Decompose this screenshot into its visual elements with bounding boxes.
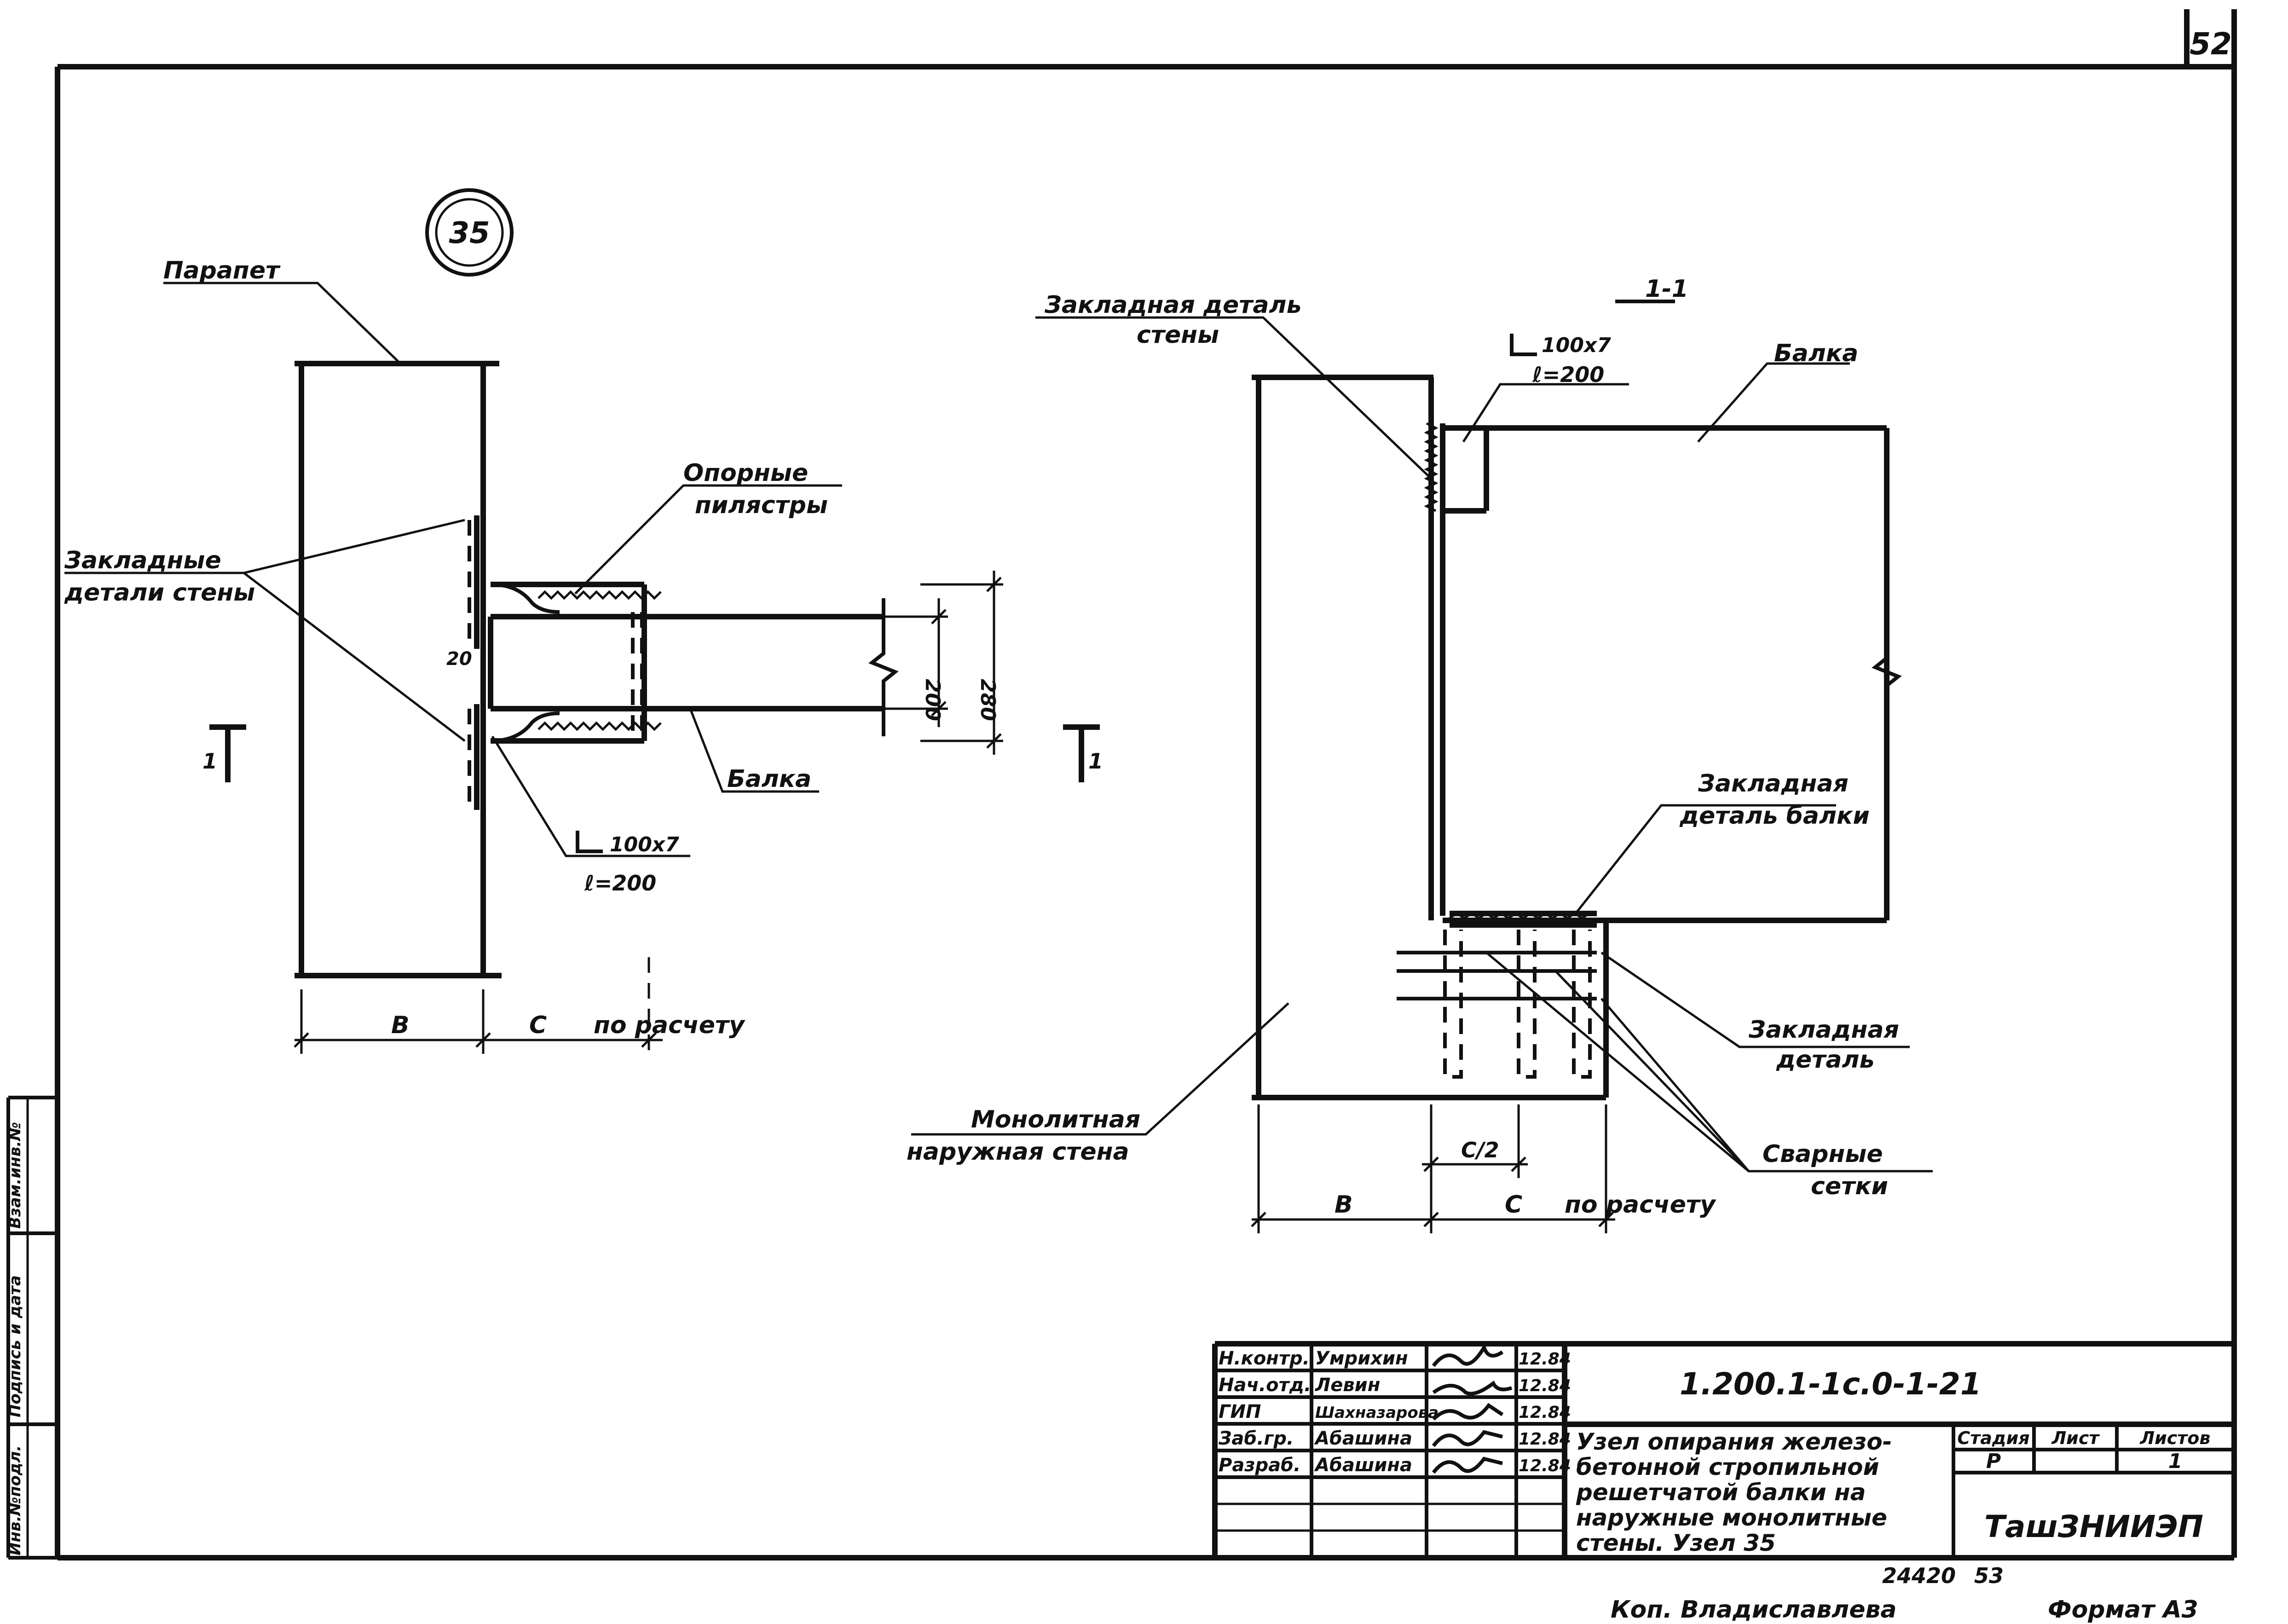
stage-header: Стадия — [1957, 1428, 2029, 1448]
sheet-header: Лист — [2051, 1428, 2100, 1448]
section-wall-embedded-1: Закладная деталь — [1044, 291, 1301, 319]
section-embedded-1: Закладная — [1748, 1016, 1899, 1044]
side-stamp-sign: Подпись и дата — [6, 1275, 24, 1417]
plan-view — [64, 282, 1100, 1054]
plan-dim-c: С — [529, 1011, 547, 1039]
sig-date-4: 12.84 — [1519, 1456, 1571, 1475]
section-wall-label-1: Монолитная — [971, 1106, 1140, 1133]
sig-role-1: Нач.отд. — [1219, 1375, 1311, 1396]
title-desc-0: Узел опирания железо- — [1576, 1428, 1892, 1455]
sig-role-3: Заб.гр. — [1218, 1428, 1294, 1449]
sig-date-0: 12.84 — [1519, 1350, 1571, 1369]
plan-angle-length: ℓ=200 — [584, 871, 656, 896]
plan-dim-200: 200 — [921, 679, 944, 721]
organization: ТашЗНИИЭП — [1984, 1509, 2203, 1544]
page-number: 52 — [2190, 26, 2232, 62]
sig-name-0: Умрихин — [1315, 1348, 1408, 1369]
title-desc-2: решетчатой балки на — [1576, 1479, 1866, 1506]
title-desc-4: стены. Узел 35 — [1576, 1530, 1776, 1556]
sig-name-2: Шахназарова — [1315, 1404, 1439, 1422]
plan-embedded-label-2: детали стены — [64, 579, 255, 607]
footer-number-right: 53 — [1974, 1563, 2004, 1588]
section-dim-b: В — [1335, 1191, 1353, 1219]
sheets-value: 1 — [2168, 1450, 2183, 1473]
plan-angle-size: 100x7 — [610, 833, 679, 856]
section-meshes-1: Сварные — [1762, 1140, 1883, 1168]
section-meshes-2: сетки — [1811, 1173, 1888, 1200]
section-by-calc: по расчету — [1565, 1191, 1716, 1219]
section-mark-right: 1 — [1088, 749, 1103, 774]
sig-date-1: 12.84 — [1519, 1376, 1571, 1395]
signature-strokes — [1432, 1343, 1513, 1474]
section-mark-left: 1 — [202, 749, 217, 774]
title-desc-3: наружные монолитные — [1576, 1504, 1887, 1531]
sig-date-3: 12.84 — [1519, 1430, 1571, 1449]
section-beam-embedded-1: Закладная — [1698, 770, 1849, 798]
section-angle-length: ℓ=200 — [1532, 362, 1604, 387]
side-stamp-replace: Взам.инв.№ — [6, 1122, 24, 1229]
footer-number-left: 24420 — [1882, 1563, 1956, 1588]
sig-role-2: ГИП — [1219, 1401, 1261, 1422]
side-stamp — [6, 1096, 58, 1560]
section-embedded-2: деталь — [1776, 1046, 1874, 1074]
title-block-grid — [1212, 1341, 2234, 1558]
section-wall-embedded-2: стены — [1137, 321, 1219, 349]
section-dim-c: С — [1505, 1191, 1522, 1219]
plan-pilasters-label-1: Опорные — [683, 459, 808, 487]
section-view — [911, 300, 1933, 1233]
stage-value: Р — [1986, 1450, 2001, 1473]
footer-format: Формат А3 — [2048, 1596, 2198, 1624]
sheet-frame — [55, 9, 2237, 1560]
plan-dim-20: 20 — [446, 648, 472, 670]
section-beam-embedded-2: деталь балки — [1679, 802, 1870, 830]
plan-dim-280: 280 — [976, 679, 1000, 721]
section-wall-label-2: наружная стена — [907, 1138, 1129, 1166]
footer-copied-by: Коп. Владиславлева — [1611, 1596, 1897, 1624]
section-label: 1-1 — [1645, 275, 1688, 303]
plan-embedded-label-1: Закладные — [64, 547, 221, 574]
node-number: 35 — [449, 216, 490, 250]
sig-date-2: 12.84 — [1519, 1403, 1571, 1422]
plan-dim-b: В — [391, 1011, 410, 1039]
sig-name-3: Абашина — [1314, 1428, 1412, 1449]
title-desc-1: бетонной стропильной — [1576, 1454, 1879, 1480]
sig-role-0: Н.контр. — [1219, 1348, 1310, 1369]
doc-code: 1.200.1-1с.0-1-21 — [1680, 1366, 1982, 1402]
side-stamp-inv: Инв.№подл. — [6, 1445, 24, 1555]
plan-by-calc: по расчету — [594, 1011, 745, 1039]
section-angle-size: 100x7 — [1542, 334, 1611, 357]
node-marker — [425, 188, 514, 277]
sig-name-1: Левин — [1315, 1375, 1380, 1396]
section-beam-label: Балка — [1774, 340, 1858, 367]
section-dim-half-c: С/2 — [1461, 1138, 1499, 1162]
sig-name-4: Абашина — [1314, 1455, 1412, 1476]
sig-role-4: Разраб. — [1219, 1455, 1300, 1476]
plan-beam-label: Балка — [727, 765, 811, 793]
plan-pilasters-label-2: пилястры — [695, 491, 828, 519]
sheets-header: Листов — [2140, 1428, 2211, 1448]
plan-parapet-label: Парапет — [163, 257, 281, 284]
